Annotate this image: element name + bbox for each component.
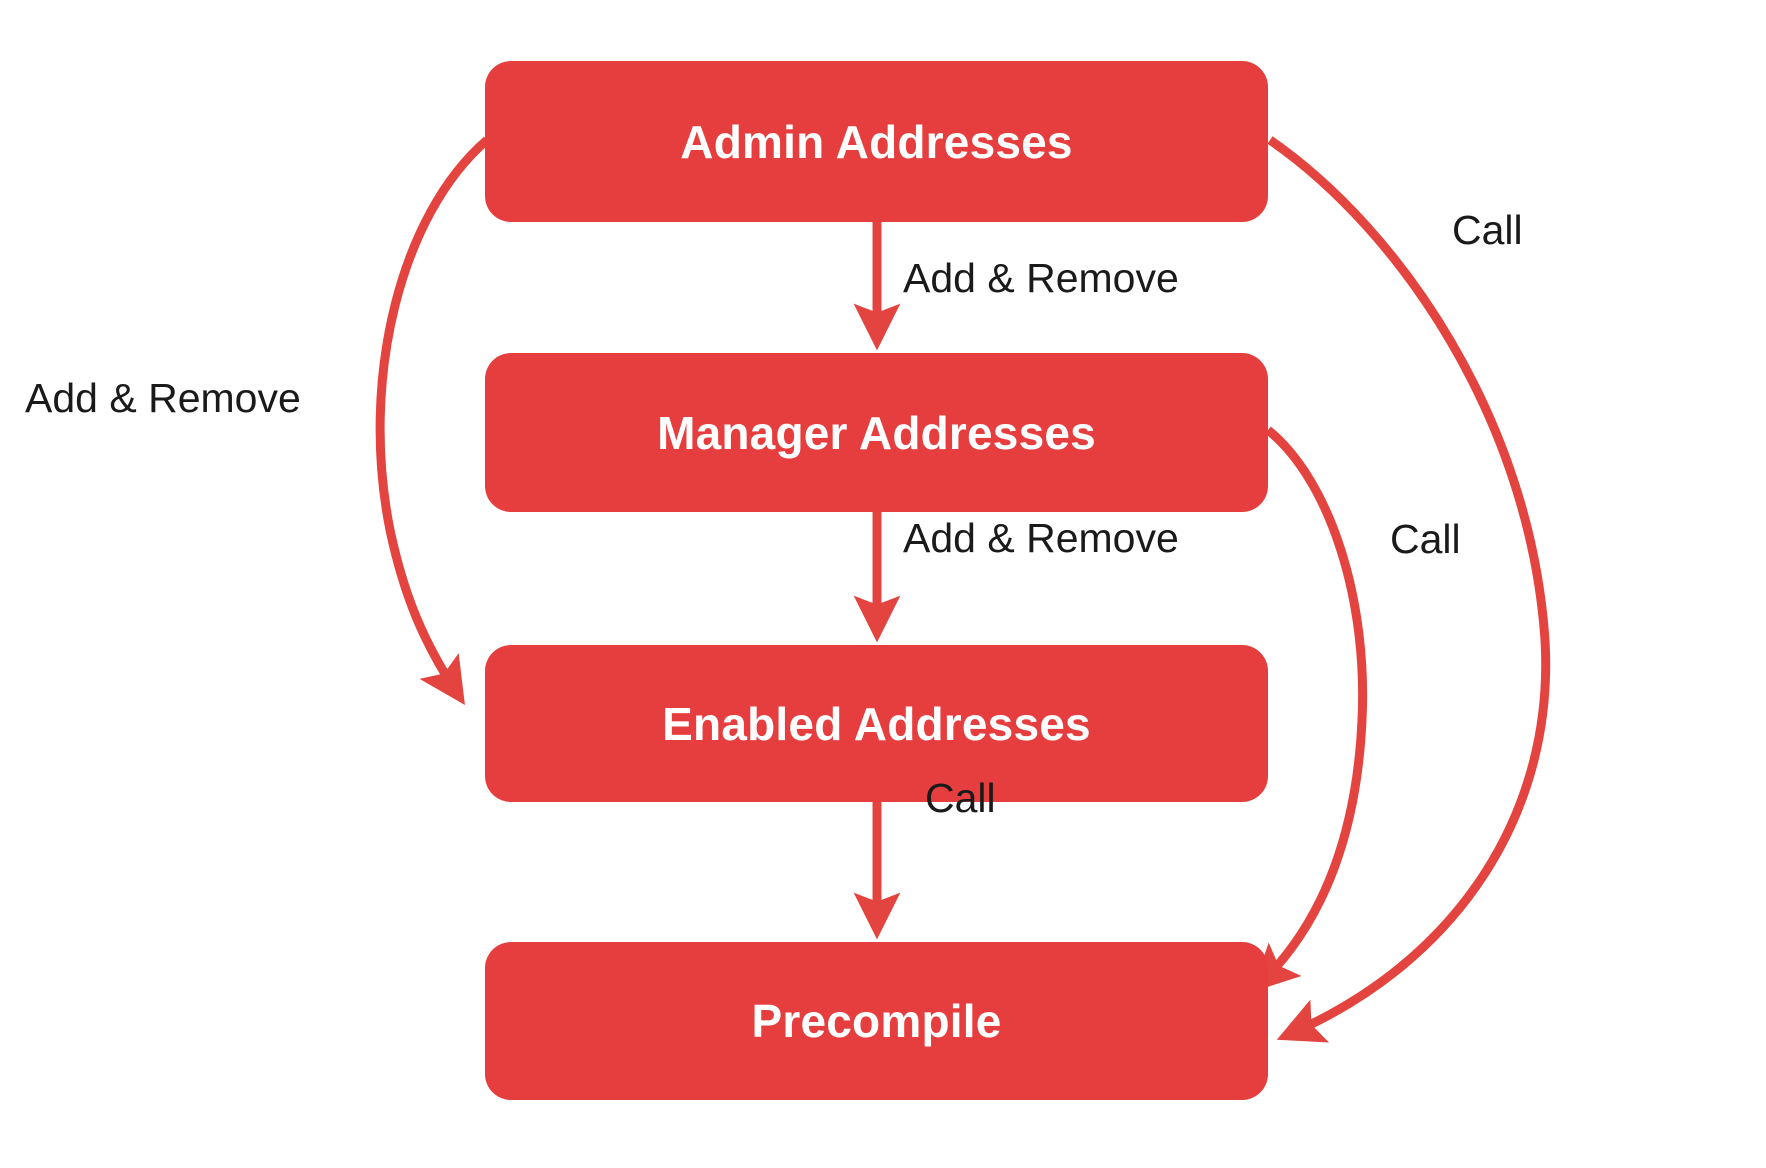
node-enabled-addresses[interactable]: Enabled Addresses <box>485 645 1268 802</box>
edge-label-manager-to-precompile: Call <box>1390 516 1461 562</box>
edge-admin-to-enabled <box>375 136 490 706</box>
node-manager-addresses[interactable]: Manager Addresses <box>485 353 1268 512</box>
edge-admin-to-precompile <box>1267 136 1551 1043</box>
node-label-manager-addresses: Manager Addresses <box>657 406 1096 459</box>
edge-label-admin-to-precompile: Call <box>1452 207 1523 253</box>
node-admin-addresses[interactable]: Admin Addresses <box>485 61 1268 222</box>
edge-manager-to-precompile <box>1251 426 1368 993</box>
node-label-precompile: Precompile <box>751 995 1002 1047</box>
edge-label-manager-to-enabled: Add & Remove <box>903 515 1179 561</box>
edge-label-enabled-to-precompile: Call <box>925 775 996 821</box>
node-label-enabled-addresses: Enabled Addresses <box>662 697 1091 750</box>
edge-label-admin-to-enabled: Add & Remove <box>25 375 301 421</box>
node-precompile[interactable]: Precompile <box>485 942 1268 1100</box>
edge-label-admin-to-manager: Add & Remove <box>903 255 1179 301</box>
node-label-admin-addresses: Admin Addresses <box>680 115 1073 168</box>
